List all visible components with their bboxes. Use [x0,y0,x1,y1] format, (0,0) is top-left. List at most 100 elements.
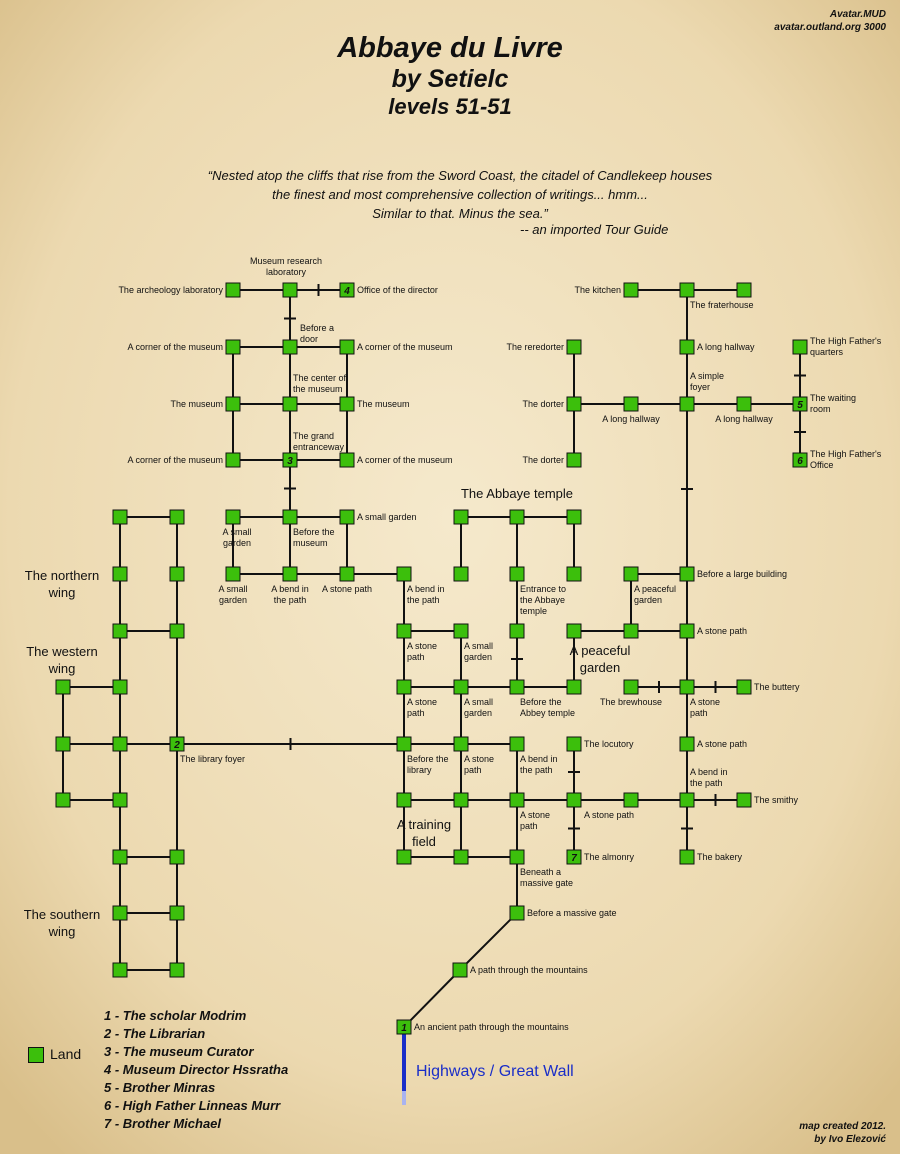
room-mus_corner_se: A corner of the museum [339,452,453,468]
room-locutory: The locutory [566,736,634,752]
room-long_hall_n: A long hallway [679,339,755,355]
npc-item: 5 - Brother Minras [104,1080,216,1095]
room-square [225,339,241,355]
room-pg_w [566,623,582,639]
room-square [339,396,355,412]
room-ww3_b [112,792,128,808]
room-square [396,849,412,865]
room-temple_n [509,509,525,525]
room-label: An ancient path through the mountains [414,1022,569,1032]
room-square [225,396,241,412]
room-nw3_a [112,623,128,639]
room-mountain_path: A path through the mountains [452,962,588,978]
room-label: A corner of the museum [127,455,223,465]
path-link [403,969,461,1028]
room-square [396,623,412,639]
room-tf_ne [453,792,469,808]
room-square [169,509,185,525]
room-square [566,736,582,752]
room-square [55,679,71,695]
npc-item: 3 - The museum Curator [104,1044,254,1059]
room-square [623,623,639,639]
npc-marker: 7 [571,853,577,864]
room-square [566,792,582,808]
room-square [623,566,639,582]
room-brewhouse: The brewhouse [600,679,662,707]
room-square [623,679,639,695]
room-square [339,282,355,298]
room-square [679,623,695,639]
room-long_hall_e: A long hallway [715,396,773,424]
room-square [566,679,582,695]
room-temple_nw [453,509,469,525]
room-square [509,792,525,808]
room-square [509,566,525,582]
npc-marker: 6 [797,456,803,467]
room-square [736,679,752,695]
room-square [169,623,185,639]
room-nw3_b [169,623,185,639]
room-pg_sw [566,679,582,695]
room-stone_h: A stone path [679,736,747,752]
room-reredorter: The reredorter [506,339,582,355]
room-label: A corner of the museum [127,342,223,352]
room-label: The smithy [754,795,799,805]
room-dorter: The dorter [522,396,582,412]
area-label-temple: The Abbaye temple [461,486,573,501]
legend-land-label: Land [50,1046,82,1062]
room-square [339,566,355,582]
room-square [453,509,469,525]
room-temple_ne [566,509,582,525]
room-sw3_b [169,962,185,978]
room-ww1_b [112,679,128,695]
room-dorter_s: The dorter [522,452,582,468]
room-label: The almonry [584,852,635,862]
room-long_hall_w: A long hallway [602,396,660,424]
room-square [453,849,469,865]
room-label: The museum [357,399,410,409]
room-square [792,452,808,468]
room-mus_corner_ne: A corner of the museum [339,339,453,355]
room-square [566,509,582,525]
room-ww1_a [55,679,71,695]
room-label: The museum [170,399,223,409]
path-connections [62,284,806,1028]
room-square [282,452,298,468]
room-square [282,396,298,412]
room-square [169,849,185,865]
room-square [679,282,695,298]
room-smithy: The smithy [736,792,799,808]
room-square [509,623,525,639]
room-square [679,736,695,752]
room-label: A stone path [697,626,747,636]
room-square [169,736,185,752]
path-link [459,912,518,971]
map-title: Abbaye du Livre [337,32,563,64]
room-stone_j [623,792,639,808]
room-temple_se [566,566,582,582]
